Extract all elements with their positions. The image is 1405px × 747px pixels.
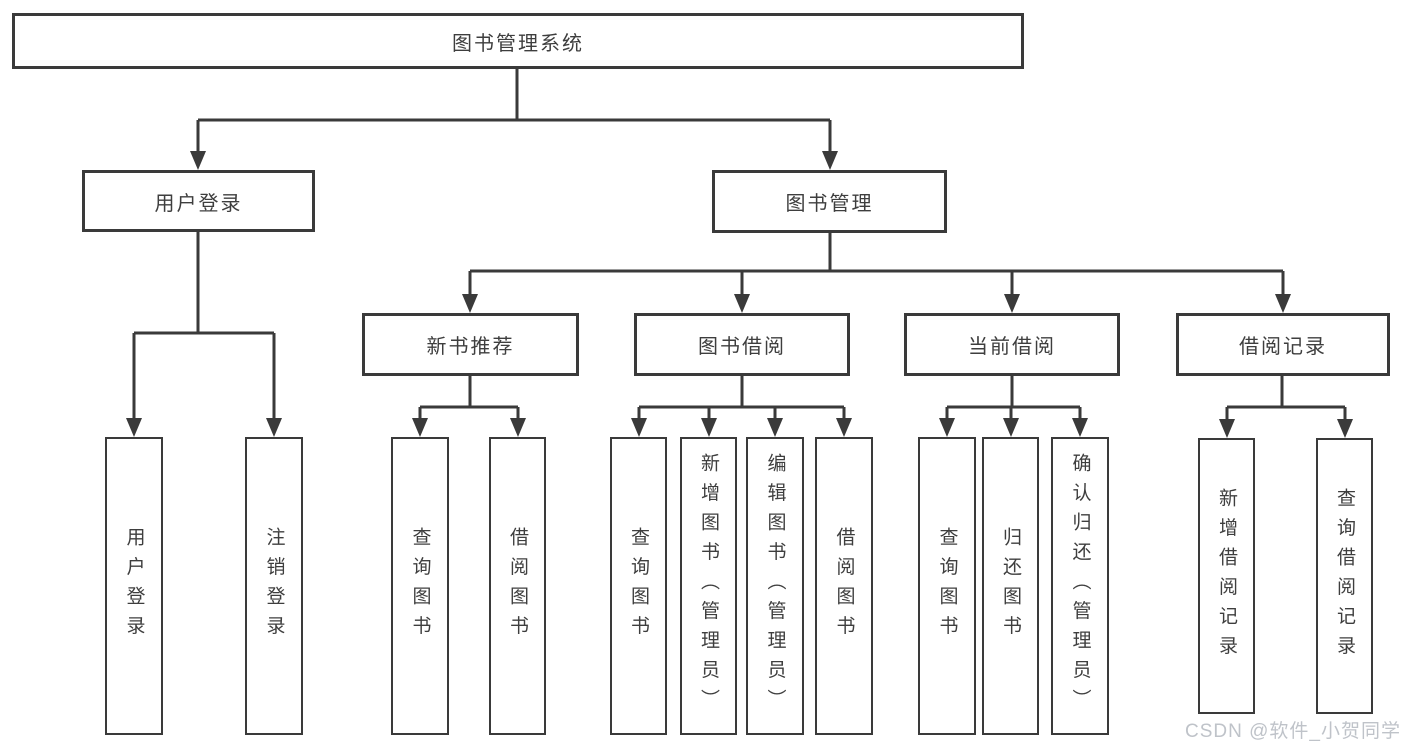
leaf-query-books-borrowing: 查询图书 <box>610 437 667 735</box>
node-library-system: 图书管理系统 <box>12 13 1024 69</box>
node-label: 新书推荐 <box>426 336 515 358</box>
watermark-text: CSDN @软件_小贺同学 <box>1185 721 1401 742</box>
leaf-label: 查询图书 <box>409 527 431 645</box>
leaf-label: 新增图书（管理员） <box>698 453 719 719</box>
node-label: 图书借阅 <box>698 336 786 358</box>
node-book-borrowing: 图书借阅 <box>634 313 850 376</box>
leaf-label: 归还图书 <box>1000 527 1021 645</box>
node-new-book-recommendation: 新书推荐 <box>362 313 579 376</box>
leaf-label: 查询图书 <box>628 527 649 645</box>
leaf-query-borrowing-record: 查询借阅记录 <box>1316 438 1373 714</box>
leaf-query-books-current: 查询图书 <box>918 437 976 735</box>
node-label: 图书管理 <box>785 193 874 215</box>
leaf-add-books-admin: 新增图书（管理员） <box>680 437 737 735</box>
leaf-return-books: 归还图书 <box>982 437 1039 735</box>
leaf-label: 确认归还（管理员） <box>1069 453 1091 719</box>
node-label: 当前借阅 <box>968 336 1056 358</box>
tree-connector-path <box>132 69 1347 421</box>
node-borrowing-records: 借阅记录 <box>1176 313 1390 376</box>
leaf-edit-books-admin: 编辑图书（管理员） <box>746 437 804 735</box>
leaf-label: 查询图书 <box>936 527 958 645</box>
leaf-label: 借阅图书 <box>833 527 855 645</box>
leaf-add-borrowing-record: 新增借阅记录 <box>1198 438 1255 714</box>
leaf-logout: 注销登录 <box>245 437 303 735</box>
node-user-login: 用户登录 <box>82 170 315 232</box>
node-book-management: 图书管理 <box>712 170 947 233</box>
leaf-label: 新增借阅记录 <box>1216 487 1237 665</box>
leaf-label: 编辑图书（管理员） <box>764 453 786 719</box>
leaf-label: 借阅图书 <box>507 527 528 645</box>
node-label: 借阅记录 <box>1239 336 1327 358</box>
node-current-borrowing: 当前借阅 <box>904 313 1120 376</box>
leaf-user-login: 用户登录 <box>105 437 163 735</box>
leaf-label: 用户登录 <box>123 527 145 645</box>
arrowhead-triangles <box>126 151 1353 438</box>
leaf-label: 查询借阅记录 <box>1334 487 1355 665</box>
leaf-query-books-recommendation: 查询图书 <box>391 437 449 735</box>
node-label: 图书管理系统 <box>452 32 584 55</box>
node-label: 用户登录 <box>154 192 243 215</box>
leaf-borrow-books-recommendation: 借阅图书 <box>489 437 546 735</box>
leaf-label: 注销登录 <box>263 527 285 645</box>
leaf-confirm-return-admin: 确认归还（管理员） <box>1051 437 1109 735</box>
leaf-borrow-books-borrowing: 借阅图书 <box>815 437 873 735</box>
